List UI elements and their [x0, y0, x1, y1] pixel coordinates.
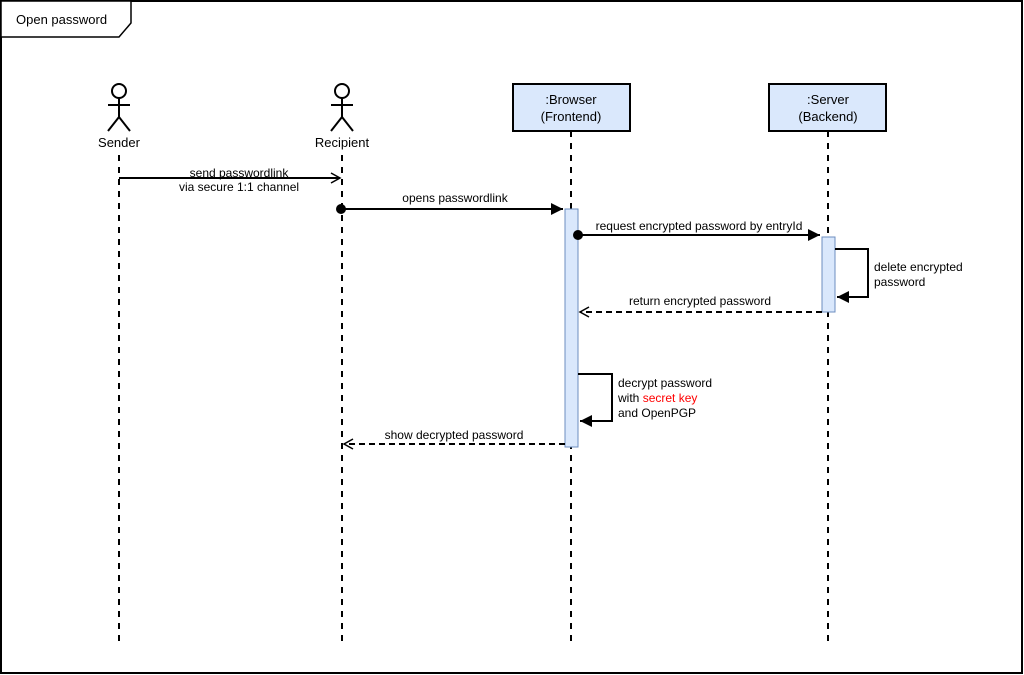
- recipient-label: Recipient: [315, 135, 370, 150]
- return-encrypted-label: return encrypted password: [629, 294, 771, 308]
- delete-self-arrow: [835, 248, 869, 303]
- decrypt-label-1: decrypt password: [618, 376, 712, 390]
- send-link-label-1: send passwordlink: [190, 166, 290, 180]
- recipient-actor-icon: [330, 83, 354, 132]
- browser-lifeline-box: [512, 83, 631, 132]
- browser-lifeline-title: :Browser: [545, 92, 597, 107]
- server-lifeline-box: [768, 83, 887, 132]
- browser-activation-bar: [564, 208, 579, 448]
- sender-actor-icon: [107, 83, 131, 132]
- frame-title: Open password: [16, 12, 107, 27]
- delete-encrypted-label-1: delete encrypted: [874, 260, 963, 274]
- server-lifeline-title: :Server: [807, 92, 850, 107]
- request-encrypted-label: request encrypted password by entryId: [596, 219, 803, 233]
- delete-encrypted-label-2: password: [874, 275, 925, 289]
- sender-label: Sender: [98, 135, 141, 150]
- browser-lifeline-subtitle: (Frontend): [541, 109, 602, 124]
- decrypt-label-2: with secret key: [617, 391, 697, 405]
- send-link-label-2: via secure 1:1 channel: [179, 180, 299, 194]
- show-decrypted-label: show decrypted password: [385, 428, 524, 442]
- decrypt-label-3: and OpenPGP: [618, 406, 696, 420]
- frame-title-tab: [0, 0, 132, 38]
- secret-key-highlight: secret key: [643, 391, 698, 405]
- decrypt-self-arrow: [578, 373, 613, 427]
- decrypt-label-2-prefix: with: [617, 391, 643, 405]
- opens-link-label: opens passwordlink: [402, 191, 508, 205]
- server-activation-bar: [821, 236, 836, 313]
- server-lifeline-subtitle: (Backend): [798, 109, 857, 124]
